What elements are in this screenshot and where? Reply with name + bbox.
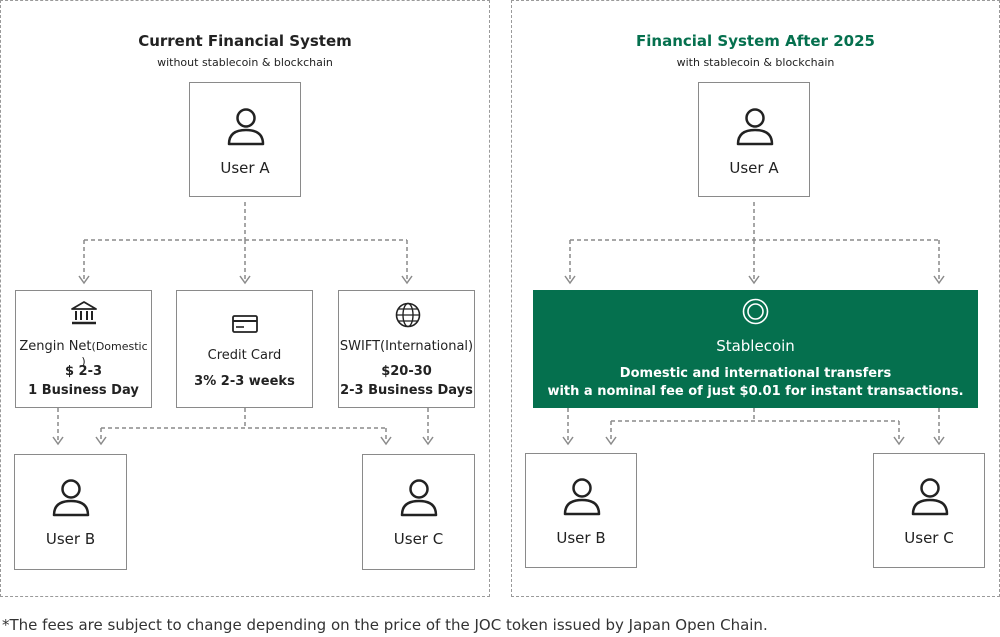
left-user-a-node: User A [189, 82, 301, 197]
stablecoin-line1: Domestic and international transfers [619, 366, 892, 381]
left-user-a-label: User A [220, 159, 270, 177]
credit-card-icon [232, 315, 258, 333]
left-user-c-label: User C [393, 530, 444, 548]
stablecoin-name: Stablecoin [716, 337, 795, 355]
right-user-c-label: User C [904, 529, 954, 547]
left-user-c-node: User C [362, 454, 475, 570]
right-user-a-node: User A [698, 82, 810, 197]
user-icon [736, 108, 774, 146]
zengin-net-fee: $ 2-3 [64, 364, 103, 379]
current-system-title: Current Financial System [138, 32, 352, 50]
coin-icon [742, 298, 769, 325]
right-user-c-node: User C [873, 453, 985, 568]
zengin-net-time: 1 Business Day [28, 383, 139, 398]
user-icon [563, 478, 601, 516]
globe-icon [395, 302, 421, 328]
current-system-subtitle: without stablecoin & blockchain [157, 56, 333, 69]
swift-fee: $20-30 [381, 364, 432, 379]
swift-time: 2-3 Business Days [340, 383, 473, 398]
future-system-title: Financial System After 2025 [636, 32, 875, 50]
user-icon [52, 479, 90, 517]
credit-card-fee-time: 3% 2-3 weeks [194, 374, 295, 389]
right-user-b-node: User B [525, 453, 637, 568]
stablecoin-node: Stablecoin Domestic and international tr… [533, 290, 978, 408]
credit-card-name: Credit Card [207, 348, 282, 363]
future-system-subtitle: with stablecoin & blockchain [676, 56, 835, 69]
right-user-a-label: User A [729, 159, 779, 177]
zengin-net-node: Zengin Net(Domestic ) $ 2-3 1 Business D… [15, 290, 152, 408]
swift-node: SWIFT(International) $20-30 2-3 Business… [338, 290, 475, 408]
footnote: *The fees are subject to change dependin… [2, 616, 768, 634]
zengin-net-qualifier: (Domestic ) [81, 340, 148, 368]
current-system-panel: Current Financial System without stablec… [0, 0, 490, 597]
credit-card-node: Credit Card 3% 2-3 weeks [176, 290, 313, 408]
zengin-net-title: Zengin Net(Domestic ) [16, 339, 151, 369]
right-user-b-label: User B [556, 529, 606, 547]
user-icon [400, 479, 438, 517]
left-user-b-node: User B [14, 454, 127, 570]
bank-icon [71, 301, 97, 325]
swift-name: SWIFT(International) [339, 339, 474, 354]
user-icon [911, 478, 949, 516]
left-user-b-label: User B [45, 530, 96, 548]
stablecoin-line2: with a nominal fee of just $0.01 for ins… [547, 384, 964, 399]
user-icon [227, 108, 265, 146]
zengin-net-name: Zengin Net [19, 339, 92, 354]
